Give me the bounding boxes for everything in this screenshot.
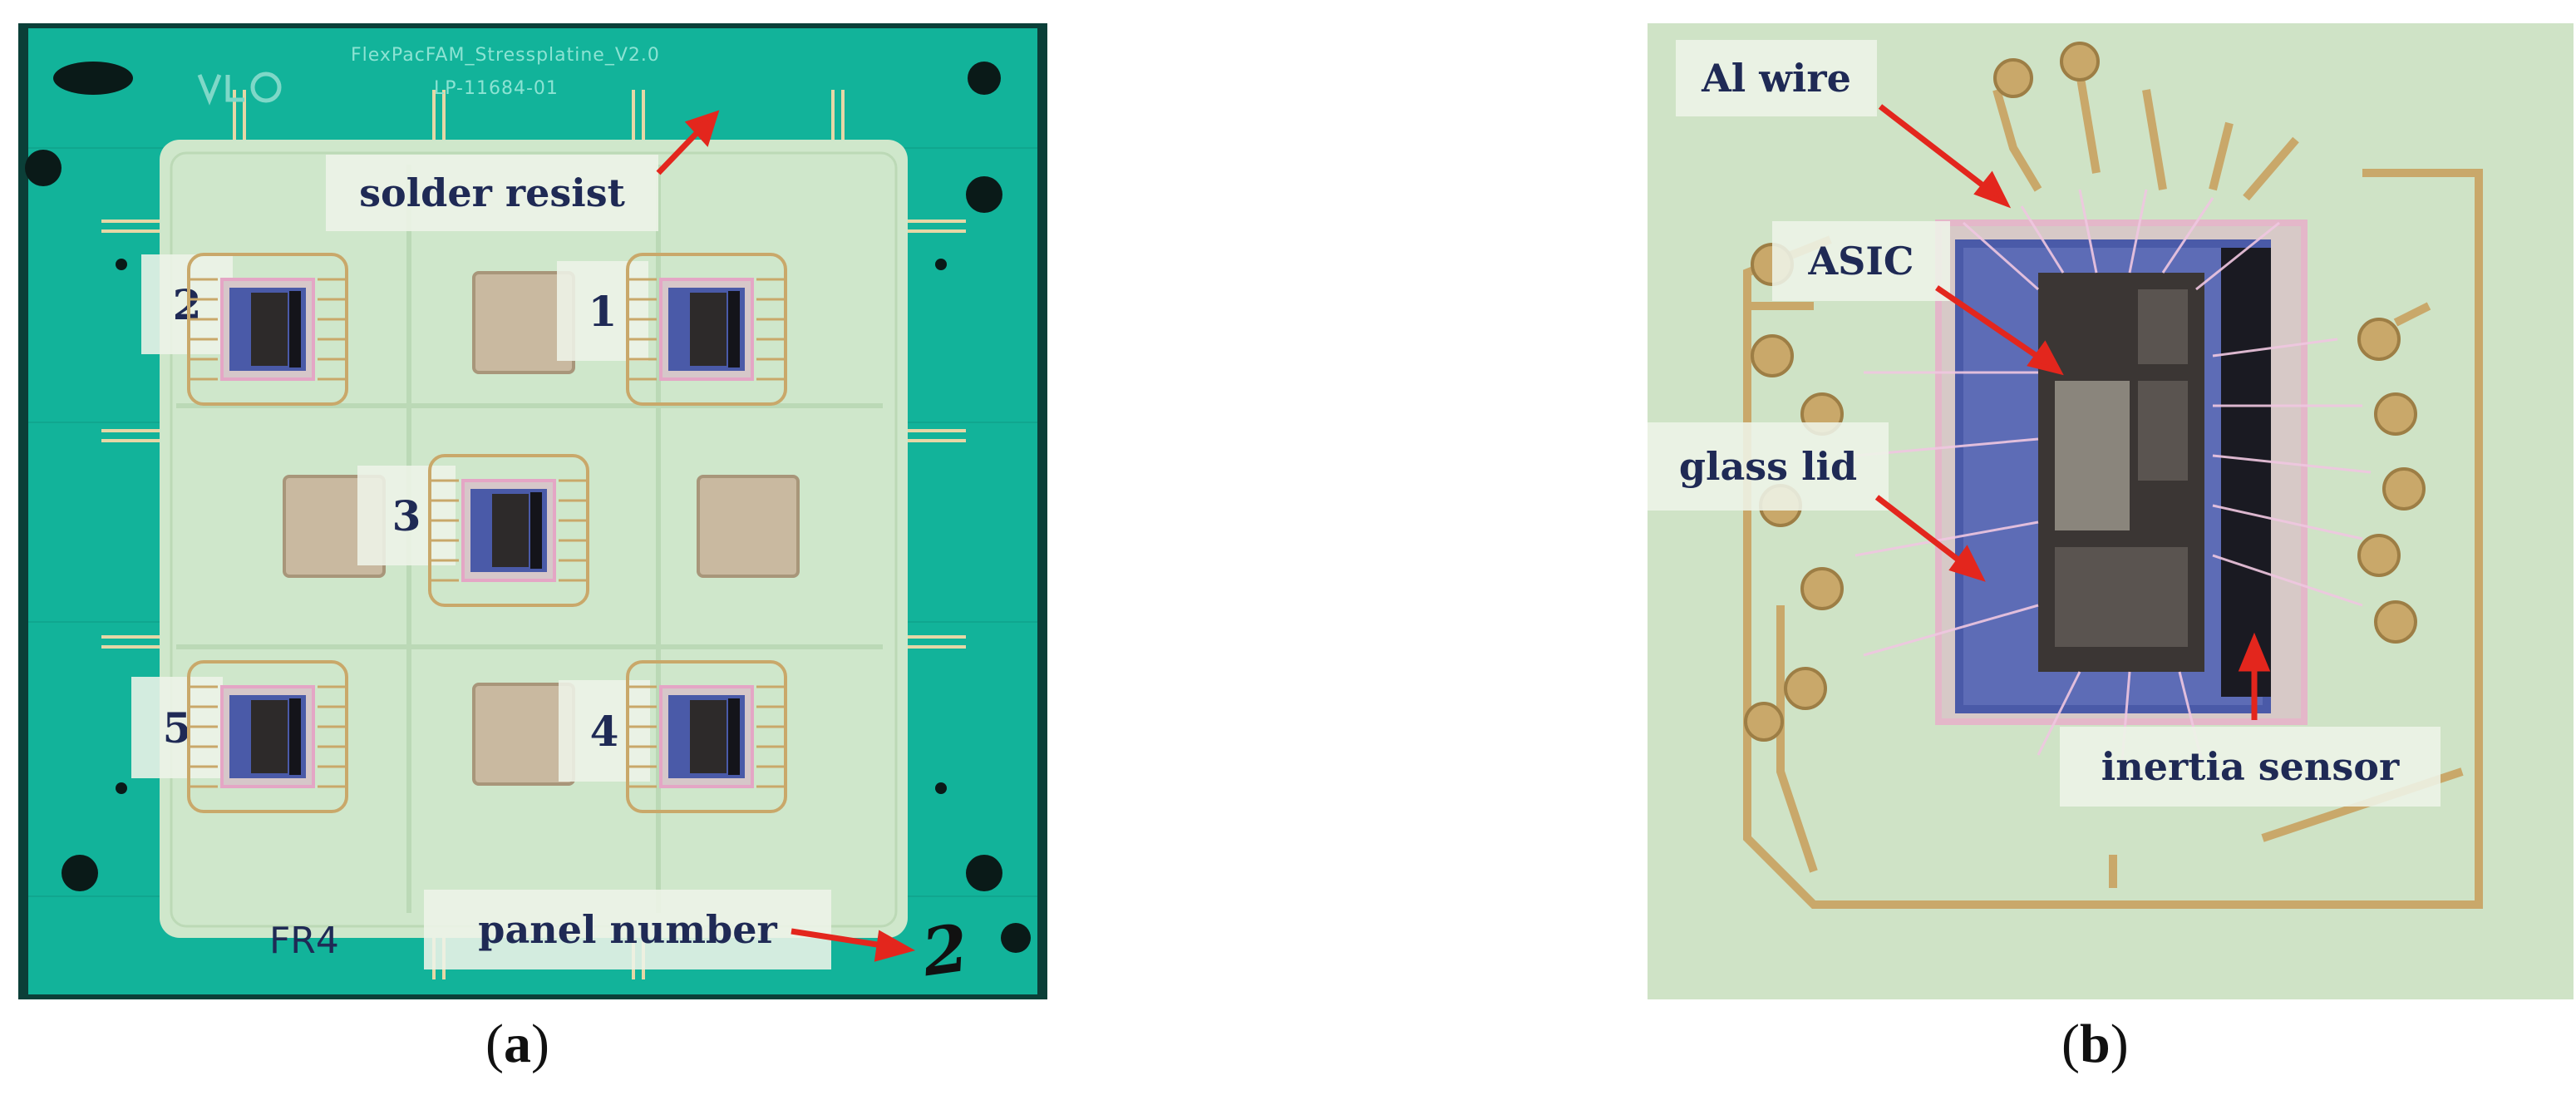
arrow-glass-lid xyxy=(1874,495,1986,582)
empty-pad-3 xyxy=(697,475,800,578)
slot-hole xyxy=(53,62,133,95)
caption-a-open: ( xyxy=(485,1014,504,1074)
panel-b-arrows xyxy=(1874,104,2271,720)
caption-b-close: ) xyxy=(2110,1014,2129,1074)
label-chip-4: 4 xyxy=(559,680,650,782)
pcb-part-text: LP-11684-01 xyxy=(434,78,559,99)
caption-a-close: ) xyxy=(530,1014,549,1074)
label-panel-number: panel number xyxy=(424,890,831,969)
chip-closeup-image xyxy=(1648,23,2574,999)
panel-a-overlay xyxy=(187,110,916,962)
caption-b: (b) xyxy=(2061,1013,2129,1076)
logo-mark xyxy=(197,72,282,106)
label-fr4: FR4 xyxy=(269,920,339,962)
label-inertia-sensor: inertia sensor xyxy=(2060,727,2441,807)
chip-4-populated xyxy=(626,660,787,813)
caption-b-letter: b xyxy=(2079,1014,2111,1074)
label-chip-1: 1 xyxy=(557,261,648,361)
chip-3-populated xyxy=(428,454,589,607)
label-solder-resist: solder resist xyxy=(326,155,658,231)
label-glass-lid: glass lid xyxy=(1648,422,1889,511)
pcb-title-text: FlexPacFAM_Stressplatine_V2.0 xyxy=(351,45,660,66)
arrow-solder-resist xyxy=(656,110,720,175)
bond-wires xyxy=(1854,189,2372,772)
arrow-al-wire xyxy=(1878,104,2012,209)
arrow-asic xyxy=(1935,285,2064,376)
label-chip-3: 3 xyxy=(357,466,456,565)
chip-1-populated xyxy=(626,253,787,406)
gold-traces xyxy=(1743,72,2483,909)
caption-a: (a) xyxy=(485,1013,549,1076)
label-asic: ASIC xyxy=(1772,221,1950,301)
caption-b-open: ( xyxy=(2061,1014,2080,1074)
label-al-wire: Al wire xyxy=(1676,40,1877,116)
arrow-inertia-sensor xyxy=(2238,632,2271,720)
panel-b-photo: Al wire ASIC glass lid inertia sensor xyxy=(1648,23,2574,999)
caption-a-letter: a xyxy=(503,1014,531,1074)
chip-2-populated xyxy=(187,253,348,406)
arrow-panel-number xyxy=(791,928,916,962)
chip-5-populated xyxy=(187,660,348,813)
inertia-sensor-die xyxy=(2221,248,2271,697)
